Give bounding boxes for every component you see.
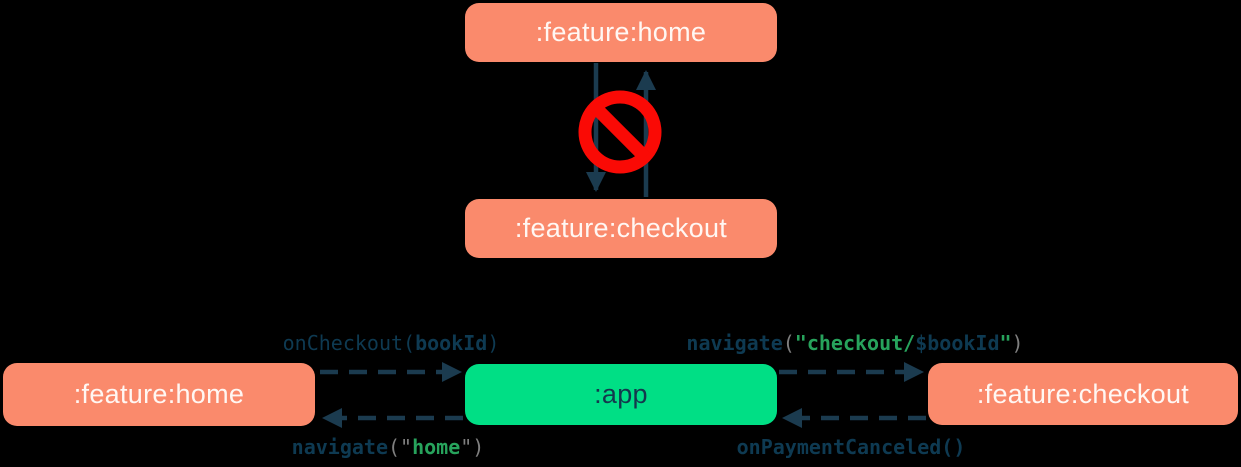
code-token: onCheckout( [282,331,416,355]
node-feature-checkout: :feature:checkout [928,363,1238,425]
node-label: :app [594,379,648,409]
node-label: :feature:home [73,379,245,409]
node-label: :feature:checkout [976,378,1190,409]
node-app: :app [465,364,777,425]
code-token: onPaymentCanceled() [736,435,966,459]
no-entry-icon [578,90,662,174]
code-token: "checkout/ [794,331,916,355]
code-token: navigate [686,331,783,355]
code-token: home [412,435,461,459]
code-token: navigate [291,435,388,459]
edge-label-navigate-home: navigate("home") [292,435,485,459]
code-token: " [999,331,1012,355]
node-feature-home: :feature:home [3,363,315,426]
edge-label-on-checkout: onCheckout(bookId) [283,331,500,355]
node-feature-home-top: :feature:home [465,3,777,62]
code-token: $bookId [915,331,1000,355]
node-label: :feature:home [535,17,707,47]
code-token: ") [460,435,485,459]
code-token: ( [782,331,795,355]
node-label: :feature:checkout [514,213,728,243]
node-feature-checkout-top: :feature:checkout [465,199,777,258]
code-token: ) [1011,331,1024,355]
code-token: (" [387,435,413,459]
code-token: ) [487,331,500,355]
edge-label-on-payment-canceled: onPaymentCanceled() [737,435,966,459]
code-token: bookId [415,331,488,355]
edge-label-navigate-checkout: navigate("checkout/$bookId") [686,331,1023,355]
